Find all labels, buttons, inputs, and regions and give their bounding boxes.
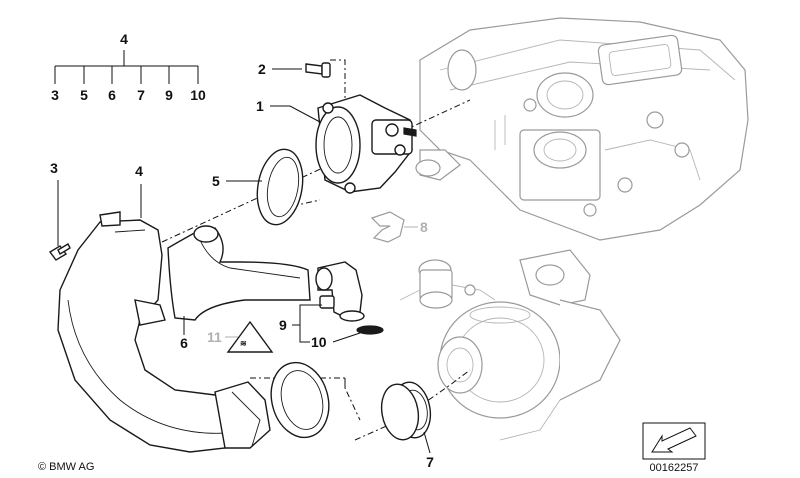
svg-text:≋: ≋ [240,339,247,348]
part-callouts: 2 1 5 3 4 8 11 9 10 6 7 [50,61,434,470]
bolt-part [305,62,331,78]
copyright-text: © BMW AG [38,461,94,473]
callout-7: 7 [426,454,434,470]
callout-3: 3 [50,160,58,176]
callout-4: 4 [135,163,143,179]
kit-child-label: 5 [80,87,88,103]
diagram-reference-box: 00162257 [642,422,706,474]
kit-child-label: 7 [137,87,145,103]
intake-hose-part [167,225,311,321]
kit-child-label: 10 [190,87,206,103]
callout-11: 11 [207,329,222,345]
throttle-body-part [315,94,417,194]
kit-group-callout: 4 3 5 6 7 9 10 [51,31,206,103]
charge-air-duct-part [57,211,330,453]
kit-parent-label: 4 [120,31,128,47]
clamp-part [370,211,405,243]
o-ring-part [356,325,384,335]
engine-cylinder-head-ghost [415,17,749,241]
kit-child-label: 6 [108,87,116,103]
kit-child-label: 3 [51,87,59,103]
callout-2: 2 [258,61,266,77]
callout-5: 5 [212,173,220,189]
turbocharger-ghost [399,249,621,441]
arrow-icon [651,427,697,453]
turbo-inlet-seal-part [380,381,432,441]
diagram-number: 00162257 [650,462,699,474]
callout-9: 9 [279,317,287,333]
warning-label-part: ≋ [226,320,274,353]
callout-6: 6 [180,335,188,351]
callout-8: 8 [420,219,428,235]
footer: © BMW AG 00162257 [38,422,706,474]
elbow-connector-part [315,261,365,322]
seal-ring-part [256,148,304,226]
kit-child-label: 9 [165,87,173,103]
callout-10: 10 [311,334,327,350]
callout-1: 1 [256,98,264,114]
hose-bolt-part [48,243,71,261]
